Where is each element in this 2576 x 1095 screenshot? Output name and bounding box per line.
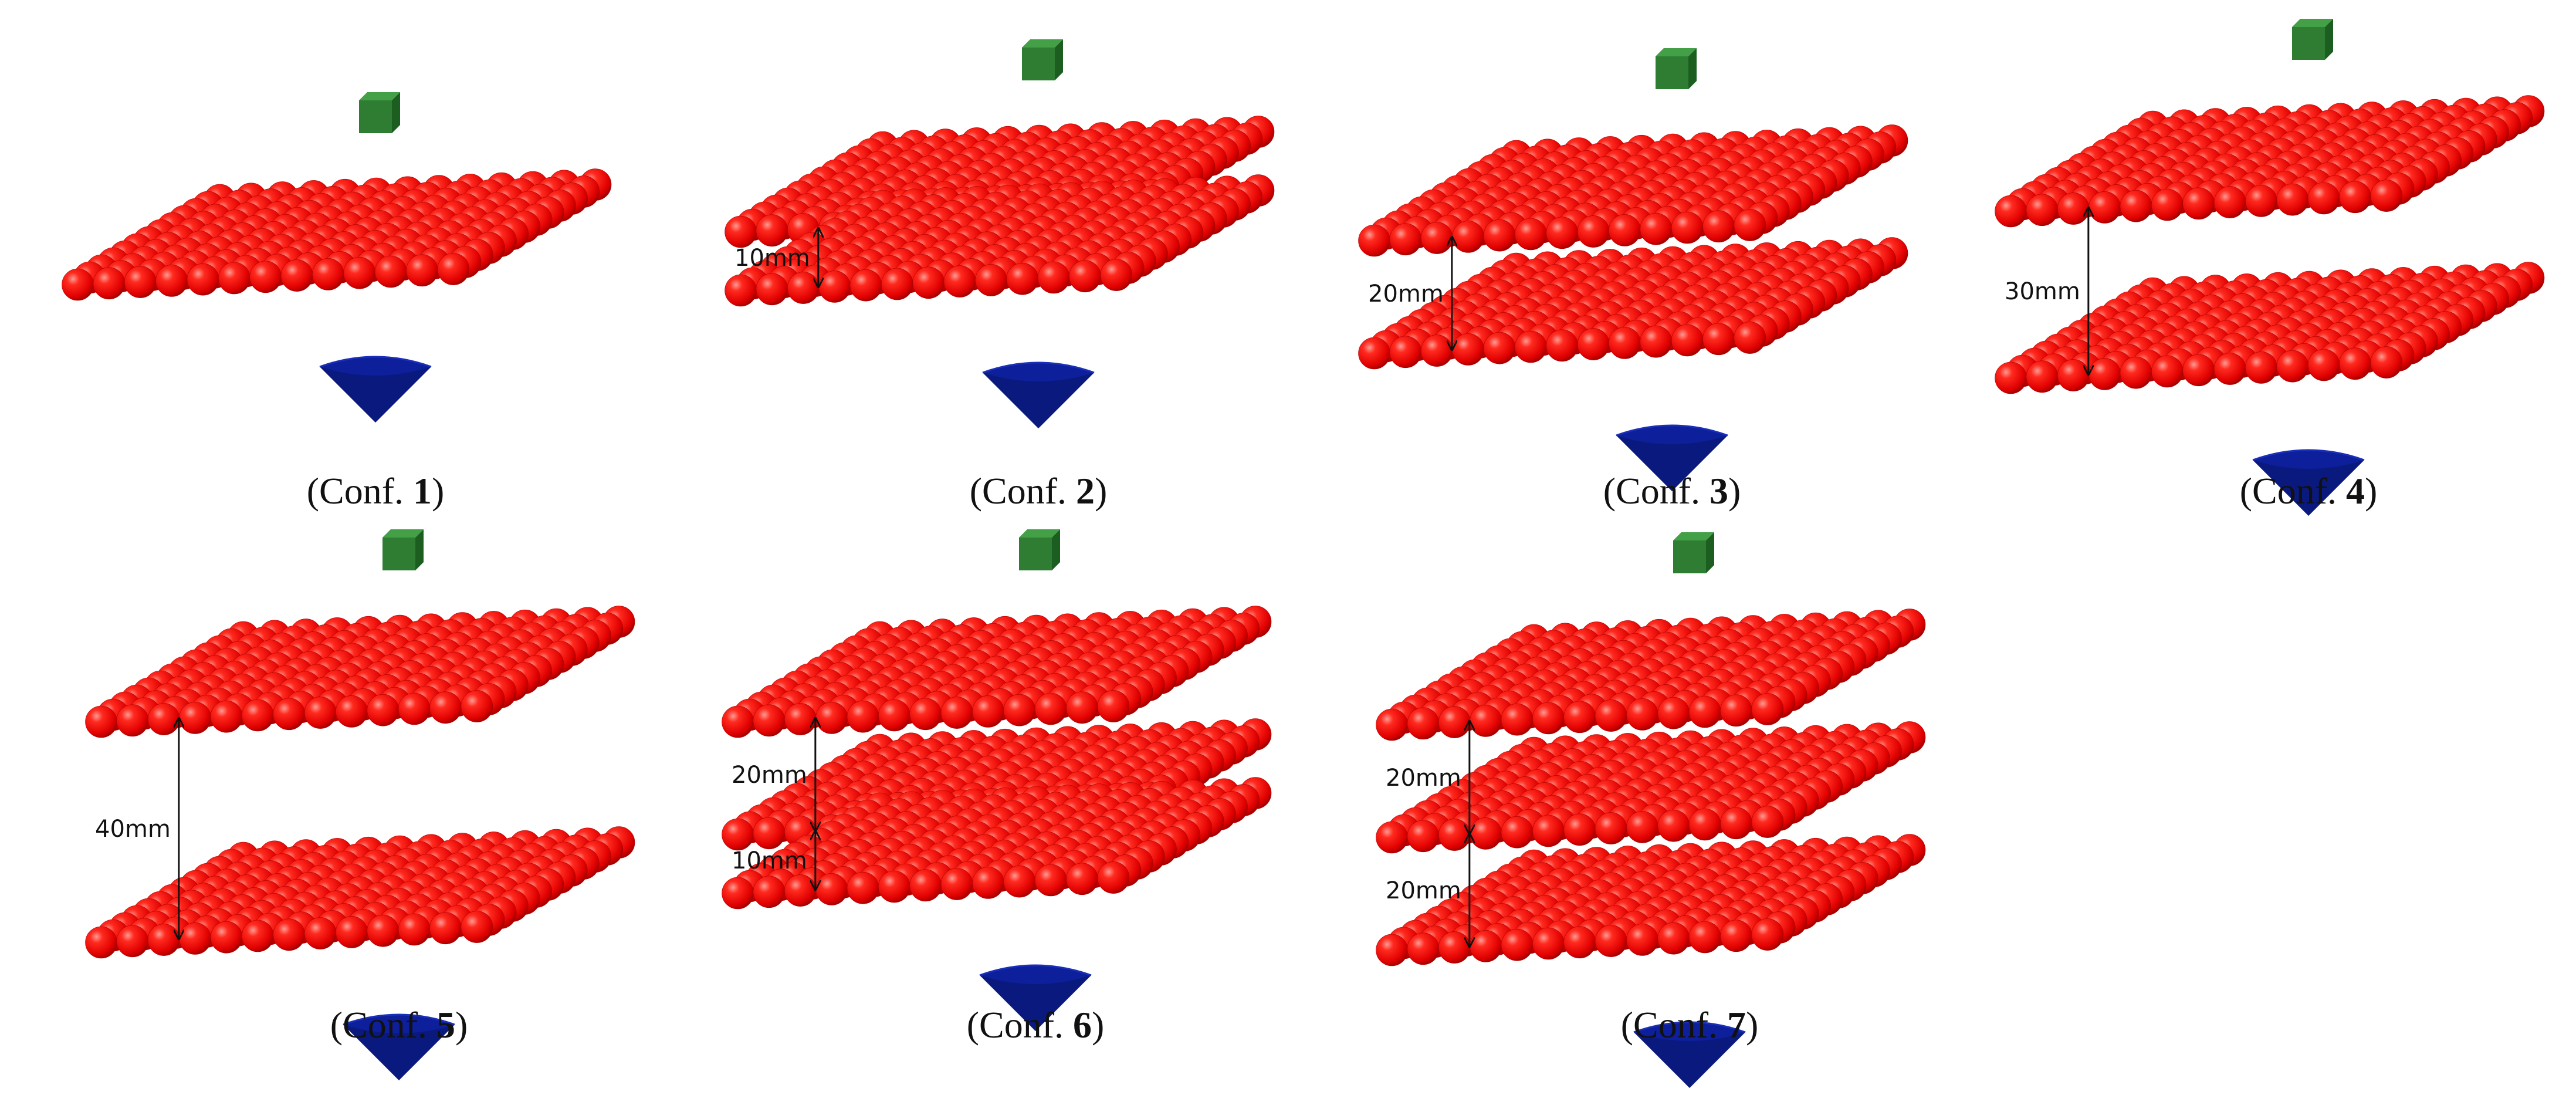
gap-label: 20mm	[1386, 877, 1461, 904]
gap-dimension: 10mm	[732, 831, 815, 890]
configuration-panel-3: 20mm	[1358, 48, 1908, 491]
gap-label: 10mm	[734, 245, 810, 272]
red-sphere-grid-icon	[1995, 262, 2545, 394]
configuration-panel-5: 40mm	[85, 529, 635, 1080]
gap-dimension: 20mm	[732, 718, 815, 831]
blue-cone-icon	[2252, 449, 2365, 516]
red-sphere-grid-icon	[1376, 609, 1926, 741]
blue-cone-icon	[319, 356, 432, 423]
red-sphere-grid-icon	[62, 168, 612, 301]
gap-dimension: 20mm	[1386, 721, 1470, 834]
green-cube-icon	[359, 92, 400, 133]
gap-dimension: 40mm	[95, 718, 179, 939]
red-sphere-grid-icon	[85, 826, 635, 959]
blue-cone-icon	[1616, 424, 1728, 491]
configuration-panel-2: 10mm	[725, 39, 1275, 428]
red-sphere-grid-icon	[722, 606, 1272, 738]
blue-cone-icon	[1633, 1021, 1746, 1088]
configuration-panel-7: 20mm 20mm	[1376, 532, 1926, 1088]
red-sphere-grid-icon	[725, 174, 1275, 307]
configuration-panel-1	[62, 92, 612, 423]
green-cube-icon	[1022, 39, 1063, 80]
configuration-panel-6: 20mm 10mm	[722, 529, 1272, 1031]
green-cube-icon	[2292, 19, 2333, 60]
red-sphere-grid-icon	[1376, 834, 1926, 966]
gap-dimension: 10mm	[734, 228, 818, 287]
blue-cone-icon	[979, 964, 1092, 1031]
gap-dimension: 20mm	[1368, 237, 1452, 350]
green-cube-icon	[382, 529, 424, 570]
blue-cone-icon	[982, 361, 1095, 428]
red-sphere-grid-icon	[1358, 124, 1908, 257]
green-cube-icon	[1673, 532, 1714, 573]
configuration-panel-4: 30mm	[1995, 19, 2545, 516]
gap-dimension: 20mm	[1386, 834, 1470, 947]
gap-label: 10mm	[732, 847, 807, 874]
red-sphere-grid-icon	[722, 777, 1272, 910]
red-sphere-grid-icon	[85, 606, 635, 738]
gap-label: 20mm	[1386, 765, 1461, 792]
gap-label: 20mm	[1368, 280, 1444, 307]
gap-label: 20mm	[732, 762, 807, 789]
red-sphere-grid-icon	[1358, 237, 1908, 370]
blue-cone-icon	[343, 1013, 455, 1080]
green-cube-icon	[1019, 529, 1060, 570]
red-sphere-grid-icon	[1995, 95, 2545, 228]
gap-label: 30mm	[2005, 278, 2080, 305]
gap-dimension: 30mm	[2005, 208, 2088, 374]
gap-label: 40mm	[95, 816, 171, 843]
green-cube-icon	[1656, 48, 1697, 89]
